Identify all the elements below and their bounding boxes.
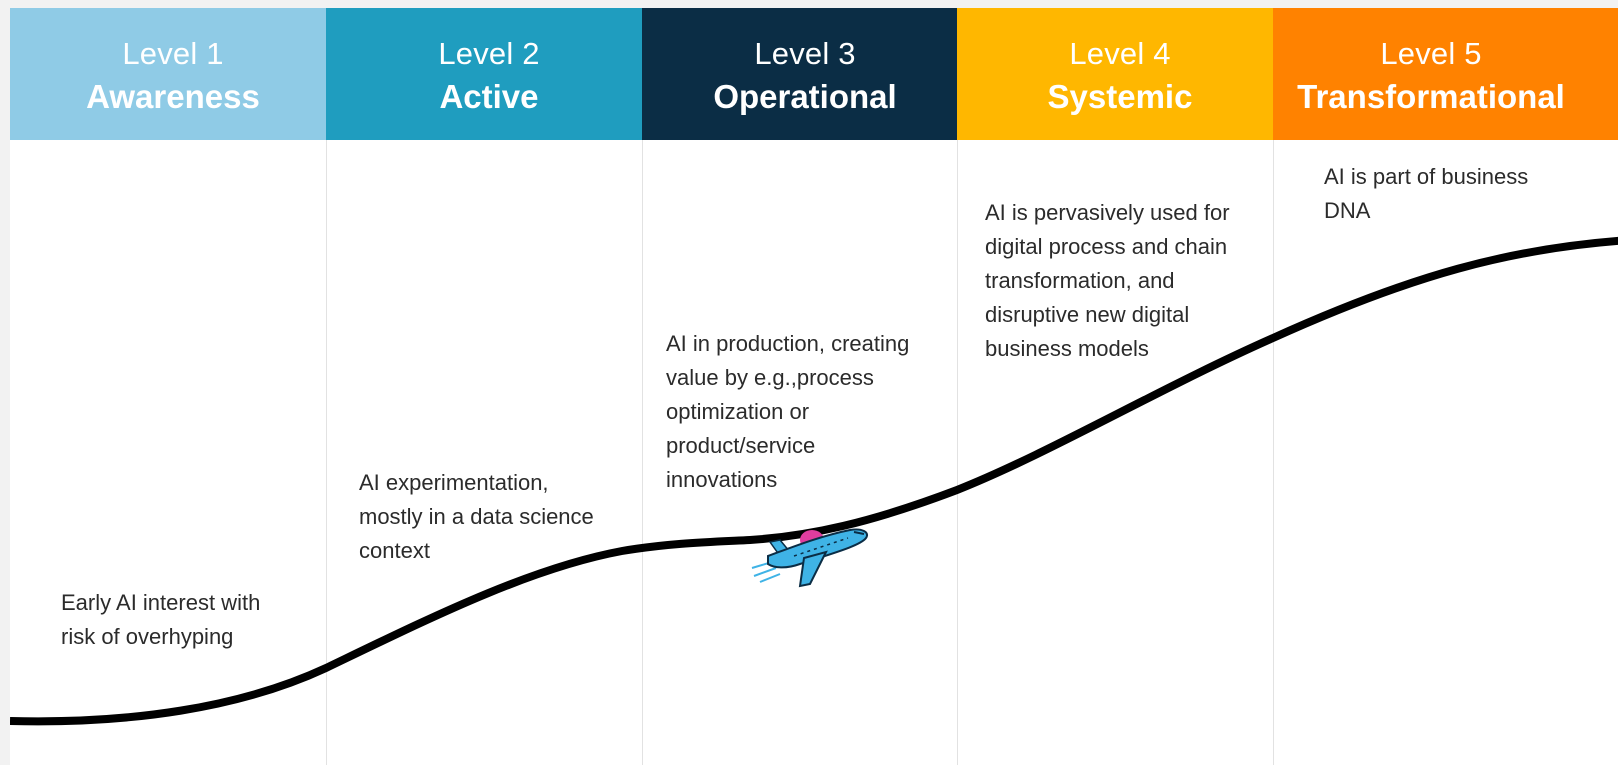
level-1-number: Level 1 bbox=[122, 36, 224, 71]
growth-curve bbox=[10, 236, 1618, 726]
level-1-header: Level 1 Awareness bbox=[10, 8, 336, 140]
column-divider bbox=[957, 140, 958, 765]
level-5-number: Level 5 bbox=[1380, 36, 1482, 71]
level-3-number: Level 3 bbox=[754, 36, 856, 71]
level-1-description: Early AI interest with risk of overhypin… bbox=[61, 590, 261, 649]
level-5-header: Level 5 Transformational bbox=[1273, 8, 1618, 140]
growth-curve-line bbox=[10, 236, 1618, 726]
level-2-description: AI experimentation, mostly in a data sci… bbox=[359, 470, 594, 563]
level-5-description: AI is part of business DNA bbox=[1324, 164, 1529, 223]
level-3-description: AI in production, creating value by e.g.… bbox=[666, 331, 910, 492]
level-2-number: Level 2 bbox=[438, 36, 540, 71]
level-3-name: Operational bbox=[713, 78, 897, 115]
level-2-header: Level 2 Active bbox=[326, 8, 652, 140]
level-2-name: Active bbox=[439, 78, 539, 115]
level-4-description: AI is pervasively used for digital proce… bbox=[985, 200, 1230, 361]
level-4-number: Level 4 bbox=[1069, 36, 1171, 71]
column-divider bbox=[642, 140, 643, 765]
column-divider bbox=[326, 140, 327, 765]
level-3-header: Level 3 Operational bbox=[642, 8, 968, 140]
level-5-name: Transformational bbox=[1297, 78, 1565, 115]
airplane-icon bbox=[751, 528, 868, 588]
level-4-header: Level 4 Systemic bbox=[957, 8, 1283, 140]
level-4-name: Systemic bbox=[1047, 78, 1193, 115]
maturity-diagram: Level 1 Awareness Level 2 Active Level 3… bbox=[10, 8, 1618, 765]
column-divider bbox=[1273, 140, 1274, 765]
level-1-name: Awareness bbox=[86, 78, 260, 115]
